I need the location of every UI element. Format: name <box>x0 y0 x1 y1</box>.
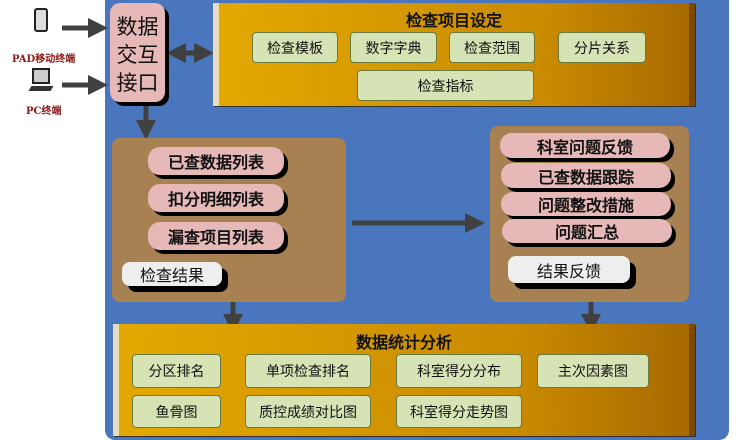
results-item[interactable]: 扣分明细列表 <box>148 184 284 212</box>
analysis-item[interactable]: 主次因素图 <box>537 354 649 388</box>
interface-line: 交互 <box>116 43 159 67</box>
feedback-item[interactable]: 已查数据跟踪 <box>501 163 671 188</box>
pc-icon <box>32 68 50 84</box>
config-item[interactable]: 数字字典 <box>350 32 437 63</box>
config-item[interactable]: 检查范围 <box>449 32 535 63</box>
analysis-item[interactable]: 鱼骨图 <box>132 395 221 428</box>
feedback-item[interactable]: 问题整改措施 <box>501 192 671 216</box>
pc-label: PC终端 <box>26 106 62 117</box>
analysis-item[interactable]: 单项检查排名 <box>245 354 371 388</box>
analysis-item[interactable]: 分区排名 <box>132 354 221 388</box>
results-item[interactable]: 已查数据列表 <box>148 147 284 175</box>
results-label[interactable]: 检查结果 <box>122 262 222 286</box>
analysis-item[interactable]: 科室得分走势图 <box>396 395 522 428</box>
config-title: 检查项目设定 <box>405 11 502 30</box>
config-item[interactable]: 分片关系 <box>558 32 646 63</box>
analysis-item[interactable]: 质控成绩对比图 <box>245 395 371 428</box>
data-interface-box[interactable]: 数据 交互 接口 <box>110 3 165 102</box>
results-item[interactable]: 漏查项目列表 <box>148 222 284 250</box>
config-item[interactable]: 检查模板 <box>252 32 338 63</box>
interface-line: 数据 <box>116 15 159 39</box>
pad-label: PAD移动终端 <box>12 54 76 65</box>
analysis-item[interactable]: 科室得分分布 <box>396 354 522 388</box>
analysis-title: 数据统计分析 <box>355 333 452 352</box>
feedback-item[interactable]: 科室问题反馈 <box>500 133 670 158</box>
feedback-item[interactable]: 问题汇总 <box>502 219 672 243</box>
interface-line: 接口 <box>116 71 159 95</box>
config-item[interactable]: 检查指标 <box>357 70 534 101</box>
pad-icon <box>34 8 48 32</box>
feedback-label[interactable]: 结果反馈 <box>508 256 630 283</box>
